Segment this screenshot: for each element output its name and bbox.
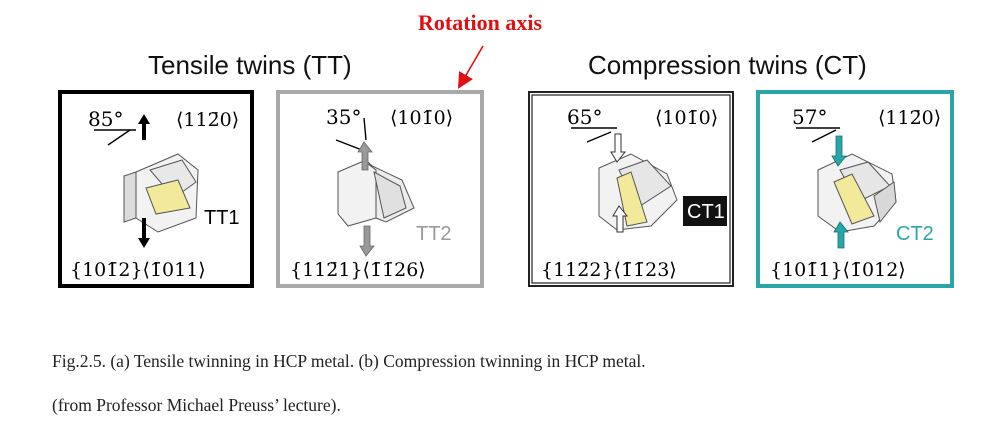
teal-arrow-icon (831, 135, 847, 167)
crystal-tt2 (337, 159, 415, 227)
hollow-arrow-icon (610, 133, 627, 163)
panel-tt2-axis: ⟨101̄0⟩ (390, 107, 453, 129)
panel-ct2-plane: {101̄1}⟨1̄012⟩ (770, 259, 906, 281)
panel-ct1-plane: {112̄2}⟨1̄1̄23⟩ (541, 259, 677, 281)
panel-ct2-axis: ⟨112̄0⟩ (878, 107, 941, 129)
panel-ct2-tag: CT2 (896, 223, 934, 245)
figure-caption-line-1: Fig.2.5. (a) Tensile twinning in HCP met… (52, 351, 646, 371)
panel-ct1-angle: 65° (567, 105, 602, 129)
panel-tt1-tag: TT1 (204, 207, 240, 229)
panel-ct1-axis: ⟨101̄0⟩ (655, 107, 718, 129)
panel-ct2: 57° ⟨112̄0⟩ CT2 {101̄1}⟨1̄012⟩ (756, 90, 954, 288)
black-arrow-icon (138, 114, 150, 140)
figure-caption-line-2: (from Professor Michael Preuss’ lecture)… (52, 395, 341, 415)
panel-tt1: 85° ⟨112̄0⟩ TT1 {101̄2}⟨1̄011⟩ (58, 90, 254, 288)
panel-tt2-angle: 35° (326, 105, 361, 129)
crystal-tt1 (123, 153, 199, 233)
black-arrow-icon (138, 218, 150, 248)
panel-tt1-plane: {101̄2}⟨1̄011⟩ (70, 259, 206, 281)
rotation-axis-label: Rotation axis (418, 10, 543, 35)
panel-tt2: 35° ⟨101̄0⟩ TT2 {112̄1}⟨1̄1̄26⟩ (276, 90, 484, 288)
panel-tt2-tag: TT2 (416, 223, 452, 245)
tensile-twins-title: Tensile twins (TT) (148, 50, 352, 80)
panel-ct1: 65° ⟨101̄0⟩ CT1 {112̄2}⟨1̄1̄23⟩ (528, 91, 734, 287)
crystal-ct2 (817, 153, 897, 233)
compression-twins-title: Compression twins (CT) (588, 50, 867, 80)
teal-arrow-icon (833, 221, 849, 249)
gray-arrow-icon (357, 141, 373, 171)
panel-tt1-axis: ⟨112̄0⟩ (176, 109, 239, 131)
gray-arrow-icon (359, 225, 375, 257)
panel-tt1-angle: 85° (88, 107, 123, 131)
panel-ct2-angle: 57° (792, 105, 827, 129)
panel-tt2-plane: {112̄1}⟨1̄1̄26⟩ (290, 259, 426, 281)
hollow-arrow-icon (612, 205, 629, 233)
panel-ct1-tag: CT1 (687, 201, 725, 223)
